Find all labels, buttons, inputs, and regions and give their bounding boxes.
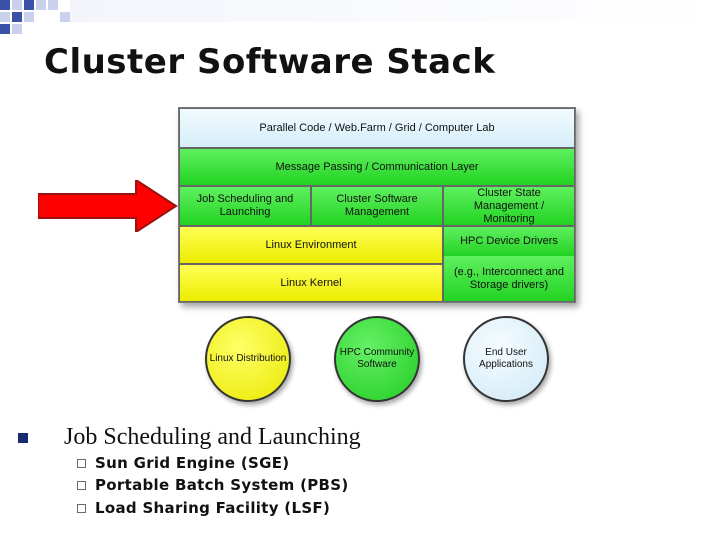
- sub-bullet-text: Portable Batch System (PBS): [95, 476, 349, 494]
- software-stack-diagram: Parallel Code / Web.Farm / Grid / Comput…: [178, 107, 576, 303]
- square-bullet-icon: [18, 432, 28, 443]
- circle-end-user-applications: End User Applications: [463, 316, 549, 402]
- bullet-main-text: Job Scheduling and Launching: [64, 424, 361, 450]
- checkbox-bullet-icon: [77, 458, 86, 468]
- layer-drivers-detail: (e.g., Interconnect and Storage drivers): [443, 256, 575, 302]
- layer-message-passing: Message Passing / Communication Layer: [179, 148, 575, 186]
- circle-hpc-community-software: HPC Community Software: [334, 316, 420, 402]
- sub-bullet-text: Sun Grid Engine (SGE): [95, 454, 290, 472]
- checkbox-bullet-icon: [77, 503, 86, 513]
- layer-parallel-code: Parallel Code / Web.Farm / Grid / Comput…: [179, 108, 575, 148]
- sub-bullet: Portable Batch System (PBS): [77, 476, 349, 494]
- slide-title: Cluster Software Stack: [44, 42, 496, 82]
- layer-linux-environment: Linux Environment: [179, 226, 443, 264]
- layer-cluster-software-management: Cluster Software Management: [311, 186, 443, 226]
- checkbox-bullet-icon: [77, 480, 86, 490]
- layer-hpc-device-drivers: HPC Device Drivers: [443, 226, 575, 256]
- sub-bullet: Load Sharing Facility (LSF): [77, 499, 330, 517]
- circle-linux-distribution: Linux Distribution: [205, 316, 291, 402]
- layer-job-scheduling: Job Scheduling and Launching: [179, 186, 311, 226]
- sub-bullet: Sun Grid Engine (SGE): [77, 454, 289, 472]
- bullet-main: Job Scheduling and Launching: [18, 424, 361, 451]
- red-arrow-icon: [38, 180, 178, 232]
- layer-cluster-state: Cluster State Management / Monitoring: [443, 186, 575, 226]
- layer-linux-kernel: Linux Kernel: [179, 264, 443, 302]
- decorative-checker: [0, 0, 720, 36]
- sub-bullet-text: Load Sharing Facility (LSF): [95, 499, 331, 517]
